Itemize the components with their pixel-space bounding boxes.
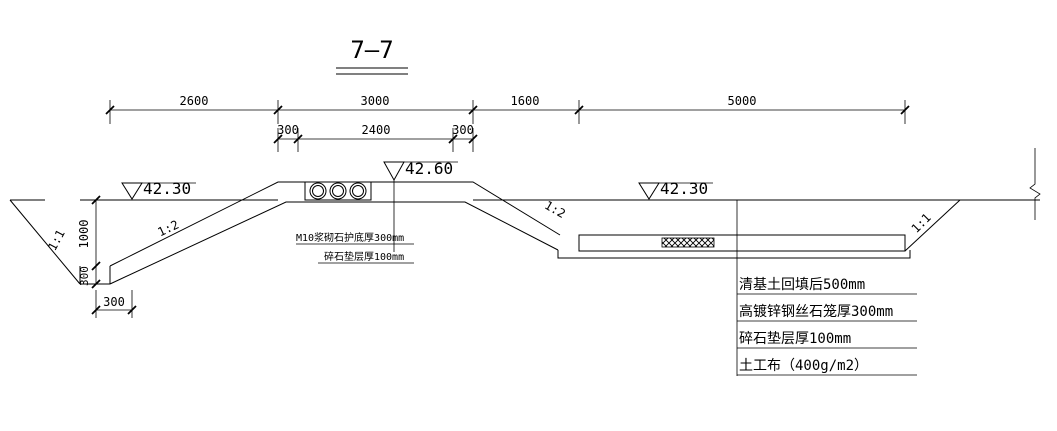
ditch-bottom-label: 300 — [103, 295, 125, 309]
elevation-right: 42.30 — [638, 179, 713, 200]
elevation-center-label: 42.60 — [405, 159, 453, 178]
elevation-right-label: 42.30 — [660, 179, 708, 198]
dimension-chain-top: 2600 3000 1600 5000 — [105, 94, 910, 124]
dim-2600: 2600 — [180, 94, 209, 108]
dim-3000: 3000 — [361, 94, 390, 108]
layer-note-geotextile: 土工布（400g/m2） — [739, 358, 868, 374]
dim-2400: 2400 — [362, 123, 391, 137]
dim-300-left: 300 — [277, 123, 299, 137]
gabion-hatch-icon — [661, 237, 715, 248]
central-embankment: 1:2 1:2 — [109, 181, 568, 285]
dim-1600: 1600 — [511, 94, 540, 108]
elevation-triangle-icon — [383, 161, 405, 182]
elevation-triangle-icon — [121, 182, 143, 200]
dim-5000: 5000 — [728, 94, 757, 108]
elevation-left-label: 42.30 — [143, 179, 191, 198]
center-note-lining: M10浆砌石护底厚300mm — [296, 231, 404, 244]
layer-note-gabion: 高镀锌钢丝石笼厚300mm — [739, 303, 893, 320]
section-title-text: 7—7 — [350, 36, 393, 64]
right-channel: 1:1 — [557, 199, 961, 259]
center-notes: M10浆砌石护底厚300mm 碎石垫层厚100mm — [296, 231, 414, 264]
section-title: 7—7 — [336, 36, 408, 75]
dimension-chain-second: 300 2400 300 — [273, 123, 478, 152]
ditch-depth-label: 1000 — [77, 220, 91, 249]
culvert-pipe-icon — [304, 181, 372, 201]
elevation-triangle-icon — [638, 182, 660, 200]
center-note-gravel: 碎石垫层厚100mm — [324, 250, 404, 263]
ditch-lining-label: 300 — [78, 266, 91, 286]
layer-notes: 清基土回填后500mm 高镀锌钢丝石笼厚300mm 碎石垫层厚100mm 土工布… — [736, 200, 917, 376]
slope-left-embankment: 1:2 — [156, 217, 182, 239]
slope-right-embankment: 1:2 — [542, 198, 568, 221]
slope-right-outer: 1:1 — [909, 211, 934, 236]
break-line-icon — [1029, 148, 1041, 220]
slope-left-outer: 1:1 — [45, 227, 68, 253]
dim-300-right: 300 — [452, 123, 474, 137]
left-ditch: 1000 300 300 1:1 — [9, 195, 137, 318]
layer-note-gravel: 碎石垫层厚100mm — [739, 331, 851, 347]
elevation-left: 42.30 — [121, 179, 196, 200]
elevation-center: 42.60 — [383, 159, 458, 252]
layer-note-backfill: 清基土回填后500mm — [739, 276, 865, 293]
